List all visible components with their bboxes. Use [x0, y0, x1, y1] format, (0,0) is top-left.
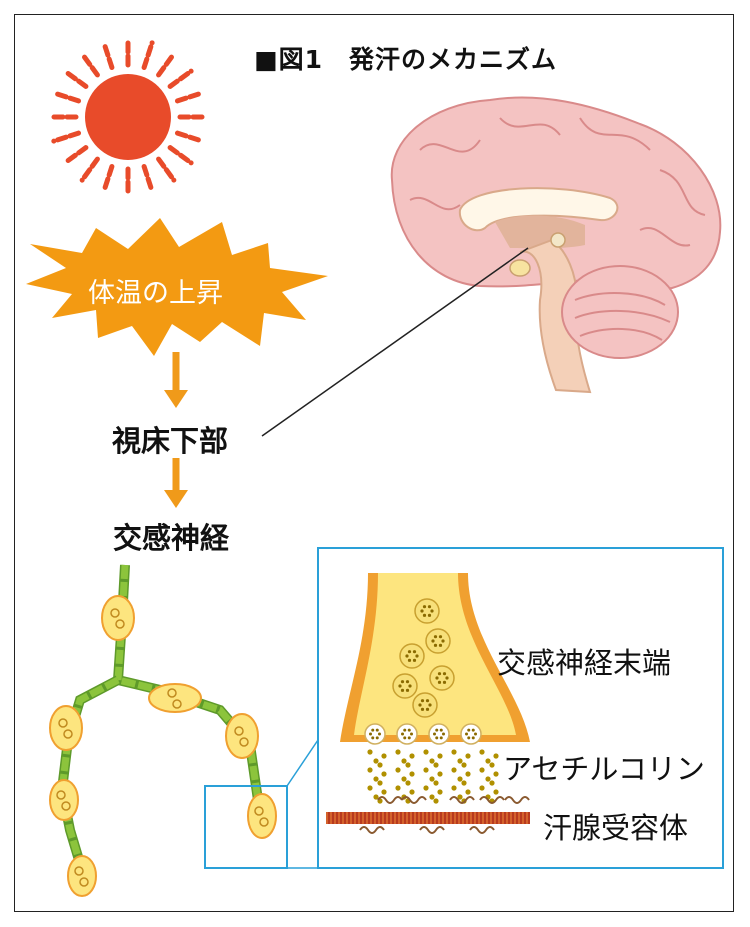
- brain-icon: [392, 97, 721, 392]
- sympathetic-nerve-label: 交感神経: [113, 515, 229, 557]
- hypothalamus-label: 視床下部: [112, 418, 228, 460]
- temperature-rise-label: 体温の上昇: [88, 271, 223, 310]
- sympathetic-terminal-label: 交感神経末端: [497, 640, 671, 682]
- zoom-connector-top: [287, 740, 318, 786]
- sweat-gland-receptor-label: 汗腺受容体: [543, 805, 688, 847]
- neuron-chain-icon: [50, 565, 276, 896]
- receptor-membrane: [326, 812, 530, 824]
- arrow-to-sympathetic: [164, 458, 188, 508]
- arrow-to-hypothalamus: [164, 352, 188, 408]
- acetylcholine-label: アセチルコリン: [503, 746, 705, 788]
- sun-icon: [50, 39, 206, 195]
